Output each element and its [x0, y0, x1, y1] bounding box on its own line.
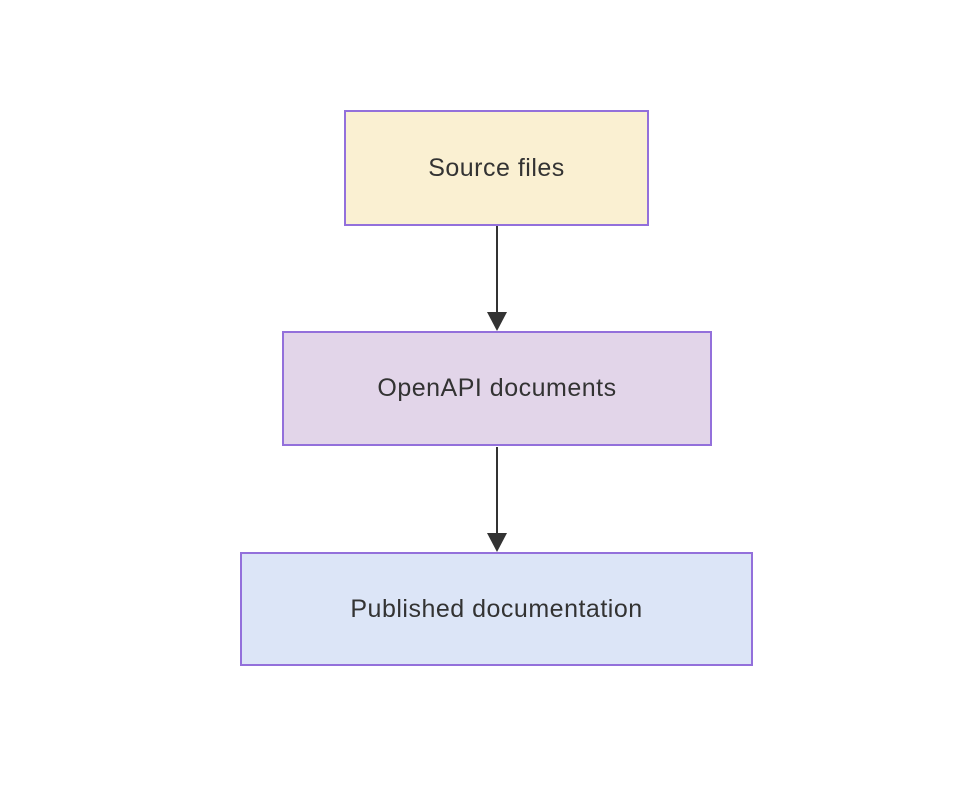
node-published-documentation-label: Published documentation: [350, 594, 643, 623]
edge-source-to-openapi: [487, 226, 507, 331]
node-openapi-documents: OpenAPI documents: [282, 331, 712, 446]
node-published-documentation: Published documentation: [240, 552, 753, 666]
node-source-files: Source files: [344, 110, 649, 226]
node-openapi-documents-label: OpenAPI documents: [377, 374, 617, 402]
node-source-files-label: Source files: [428, 153, 565, 182]
edge-openapi-to-published: [487, 447, 507, 552]
